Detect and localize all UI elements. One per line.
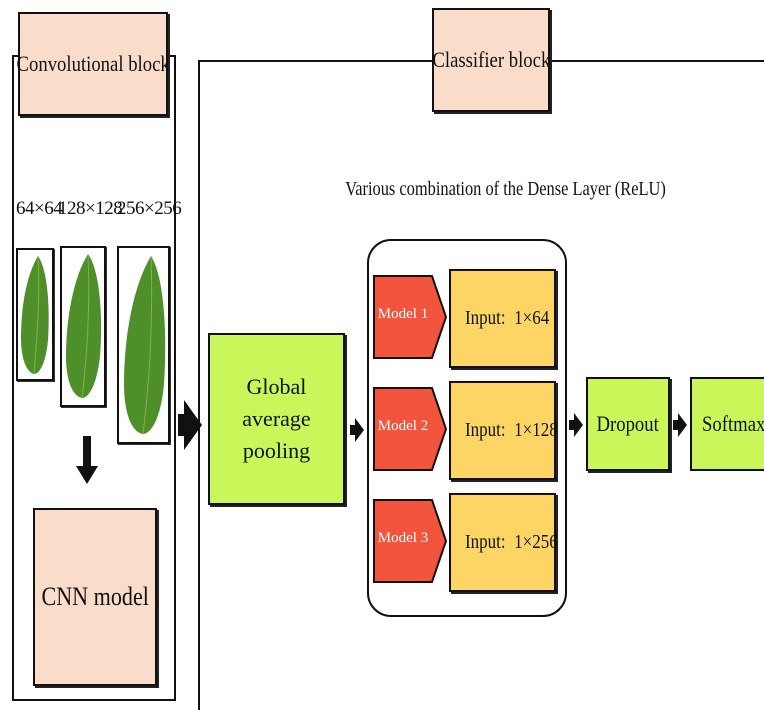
leaf-icon — [66, 253, 102, 399]
right-arrow-icon — [350, 418, 364, 442]
model-1-label: Model 1 — [377, 306, 429, 322]
classifier-block-title: Classifier block — [432, 8, 550, 112]
model-2-tag — [373, 387, 448, 471]
image-size-label-128: 128×128 — [58, 198, 123, 219]
model-3-tag — [373, 499, 448, 583]
right-arrow-icon — [673, 413, 687, 437]
leaf-icon — [21, 255, 49, 375]
leaf-image-256 — [117, 246, 170, 444]
global-average-pooling-box: Global average pooling — [208, 333, 345, 505]
model-3-input: Input: 1×256 — [449, 493, 558, 592]
down-arrow-icon — [76, 436, 98, 484]
cnn-model-box: CNN model — [33, 508, 157, 686]
dense-layer-caption: Various combination of the Dense Layer (… — [345, 178, 666, 200]
leaf-icon — [124, 255, 166, 435]
image-size-label-256: 256×256 — [117, 198, 182, 219]
model-1-tag — [373, 275, 448, 359]
right-arrow-icon — [569, 413, 583, 437]
dense-layer-group — [367, 239, 567, 617]
model-1-input: Input: 1×64 — [449, 269, 556, 368]
dropout-box: Dropout — [586, 377, 670, 471]
leaf-image-128 — [60, 246, 106, 407]
image-size-label-64: 64×64 — [16, 198, 63, 219]
softmax-box: Softmax — [690, 377, 764, 471]
model-3-label: Model 3 — [377, 530, 429, 546]
model-2-label: Model 2 — [377, 418, 429, 434]
right-arrow-icon — [178, 400, 202, 450]
model-2-input: Input: 1×128 — [449, 381, 558, 480]
convolutional-block-title: Convolutional block — [16, 12, 170, 116]
leaf-image-64 — [16, 248, 54, 381]
